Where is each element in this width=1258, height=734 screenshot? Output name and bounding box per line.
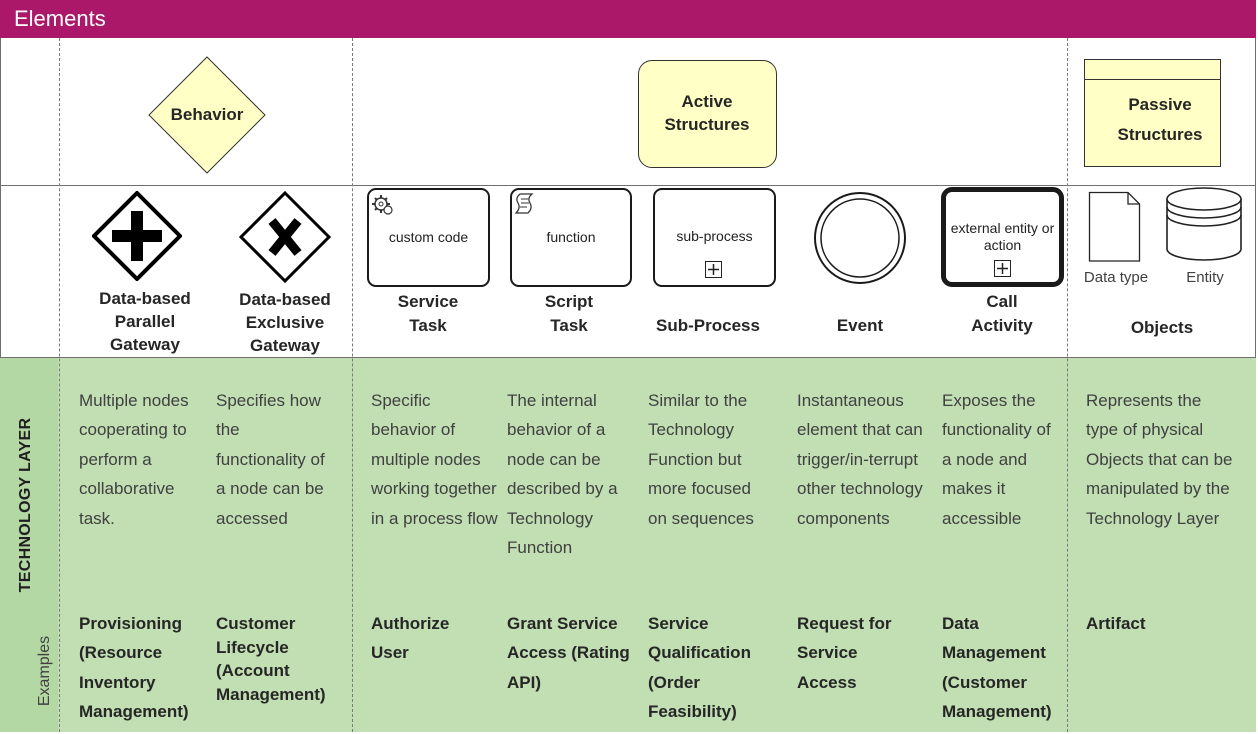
technology-layer-sidebar [0,358,58,732]
document-icon [1088,191,1141,262]
column-divider [1067,38,1068,732]
element-label: Script Task [544,292,594,335]
element-description: Multiple nodes cooperating to perform a … [79,391,189,528]
element-label: Data-based Exclusive Gateway [239,290,331,355]
entity-label: Entity [1186,269,1224,286]
page-title: Elements [14,6,106,31]
passive-structures-label: Passive Structures [1117,95,1203,144]
element-description: Instantaneous element that can trigger/i… [797,391,923,528]
element-description: Specific behavior of multiple nodes work… [371,391,498,528]
element-example: Request for Service Access [797,614,892,692]
header-bar [0,0,1256,38]
gear-icon [372,195,393,215]
expand-marker-icon [705,261,722,278]
exclusive-gateway-icon [239,191,332,284]
column-divider [352,38,353,732]
element-example: Data Management (Customer Management) [942,614,1052,722]
element-label: Service Task [397,292,459,335]
element-description: Represents the type of physical Objects … [1086,391,1233,528]
call-activity-text: external entity or action [950,220,1055,253]
data-type-label: Data type [1083,269,1149,286]
element-example: Service Qualification (Order Feasibility… [648,614,751,722]
event-icon [814,192,906,284]
element-example: Artifact [1086,614,1146,633]
script-task-text: function [546,229,596,245]
passive-structures-box [1084,59,1221,167]
element-example: Grant Service Access (Rating API) [507,614,630,692]
element-label: Sub-Process [656,316,760,335]
technology-layer-label: TECHNOLOGY LAYER [17,417,34,593]
row-divider [0,357,1256,358]
technology-layer-band [0,358,1256,732]
right-border [1255,38,1256,358]
element-example: Customer Lifecycle (Account Management) [216,614,326,704]
element-example: Provisioning (Resource Inventory Managem… [79,614,189,722]
behavior-label: Behavior [170,105,244,124]
element-label: Data-based Parallel Gateway [99,289,191,354]
row-divider [0,185,1256,186]
element-description: Specifies how the functionality of a nod… [216,391,325,528]
service-task-text: custom code [388,229,469,245]
active-structures-label: Active Structures [664,92,750,134]
column-divider [59,38,60,732]
element-label: Event [836,316,884,335]
parallel-gateway-icon [92,191,182,281]
examples-label: Examples [36,635,53,707]
script-icon [514,193,534,214]
element-label: Objects [1130,318,1194,337]
element-example: Authorize User [371,614,450,663]
subprocess-text: sub-process [676,228,753,244]
active-structures-box [638,60,777,168]
call-activity-icon [941,187,1064,287]
database-icon [1166,187,1242,261]
left-border [0,38,1,358]
element-label: Call Activity [971,292,1033,335]
behavior-diamond-shape [148,56,266,174]
element-description: The internal behavior of a node can be d… [507,391,618,558]
element-description: Similar to the Technology Function but m… [648,391,754,528]
expand-marker-icon [994,260,1011,277]
element-description: Exposes the functionality of a node and … [942,391,1051,528]
